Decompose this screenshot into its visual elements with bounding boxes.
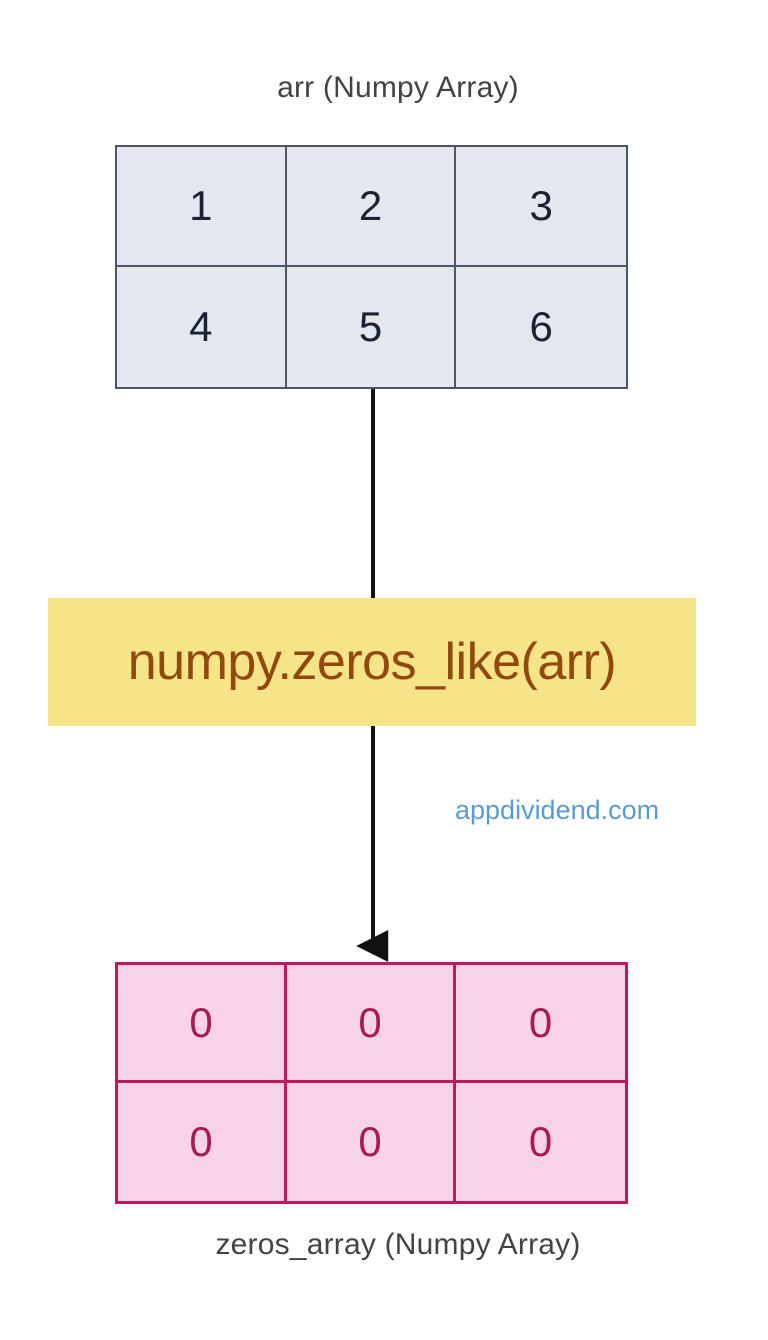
input-array-table: 1 2 3 4 5 6 bbox=[115, 145, 628, 389]
output-array-table: 0 0 0 0 0 0 bbox=[115, 962, 628, 1204]
array-cell: 3 bbox=[456, 147, 626, 267]
input-array-caption: arr (Numpy Array) bbox=[277, 71, 519, 104]
array-cell: 0 bbox=[287, 1083, 456, 1201]
output-array-caption: zeros_array (Numpy Array) bbox=[215, 1228, 581, 1261]
array-cell: 2 bbox=[286, 147, 457, 267]
operation-label: numpy.zeros_like(arr) bbox=[127, 633, 617, 691]
array-cell: 0 bbox=[456, 965, 625, 1083]
array-cell: 0 bbox=[287, 965, 456, 1083]
array-cell: 5 bbox=[287, 267, 457, 387]
watermark-text: appdividend.com bbox=[455, 795, 660, 825]
array-cell: 1 bbox=[117, 147, 287, 267]
operation-box: numpy.zeros_like(arr) bbox=[48, 598, 696, 726]
array-cell: 0 bbox=[118, 965, 287, 1083]
array-cell: 0 bbox=[528, 1118, 553, 1165]
array-cell: 6 bbox=[529, 303, 553, 350]
array-cell: 4 bbox=[117, 267, 287, 387]
array-cell: 0 bbox=[118, 1083, 287, 1201]
